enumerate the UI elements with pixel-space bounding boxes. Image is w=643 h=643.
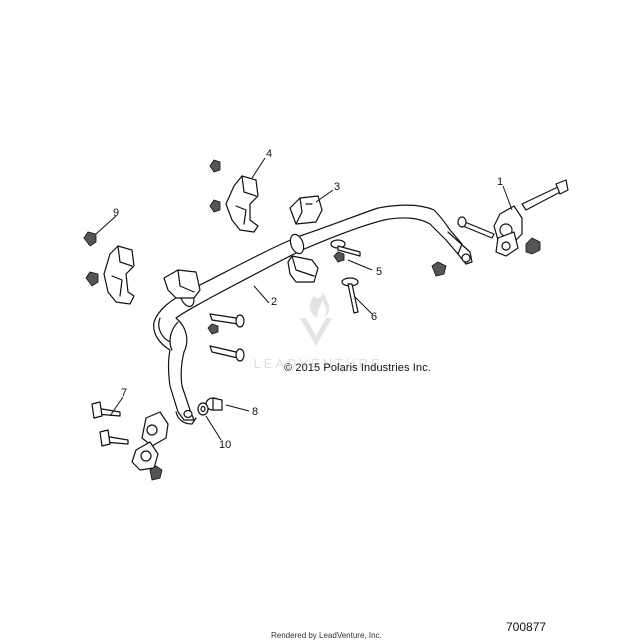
watermark-text: LEADVENTURE [253, 356, 382, 371]
callout-7: 7 [121, 387, 127, 399]
clamp-left-on-bar [163, 269, 201, 299]
clamp-part-4 [209, 159, 259, 233]
callout-2: 2 [271, 296, 277, 308]
clamp-part-9 [83, 231, 135, 305]
bolt-part-6 [330, 239, 361, 314]
end-link-part-1 [431, 179, 569, 277]
carriage-bolts-left [207, 313, 245, 362]
leadventure-watermark: LEADVENTURE [253, 292, 382, 371]
callout-4: 4 [266, 148, 272, 160]
rendered-by-footer: Rendered by LeadVenture, Inc. [271, 631, 382, 640]
nut-part-5 [333, 251, 345, 263]
copyright-notice: © 2015 Polaris Industries Inc. [284, 362, 431, 374]
callout-6: 6 [371, 311, 377, 323]
callout-8: 8 [252, 406, 258, 418]
washer-part-10 [197, 402, 209, 416]
callout-1: 1 [497, 176, 503, 188]
end-link-part-7 [91, 401, 169, 481]
diagram-part-number: 700877 [506, 620, 547, 634]
bushing-part-3 [289, 195, 323, 225]
callout-9: 9 [113, 207, 119, 219]
callout-numbers: 1 2 3 4 5 6 7 8 9 10 [113, 148, 503, 451]
bushing-part-8 [205, 397, 223, 411]
callout-5: 5 [376, 266, 382, 278]
callout-3: 3 [334, 181, 340, 193]
stabilizer-bar [153, 204, 473, 425]
clamp-lower-center [287, 255, 319, 283]
leader-lines [95, 157, 513, 441]
callout-10: 10 [219, 439, 231, 451]
